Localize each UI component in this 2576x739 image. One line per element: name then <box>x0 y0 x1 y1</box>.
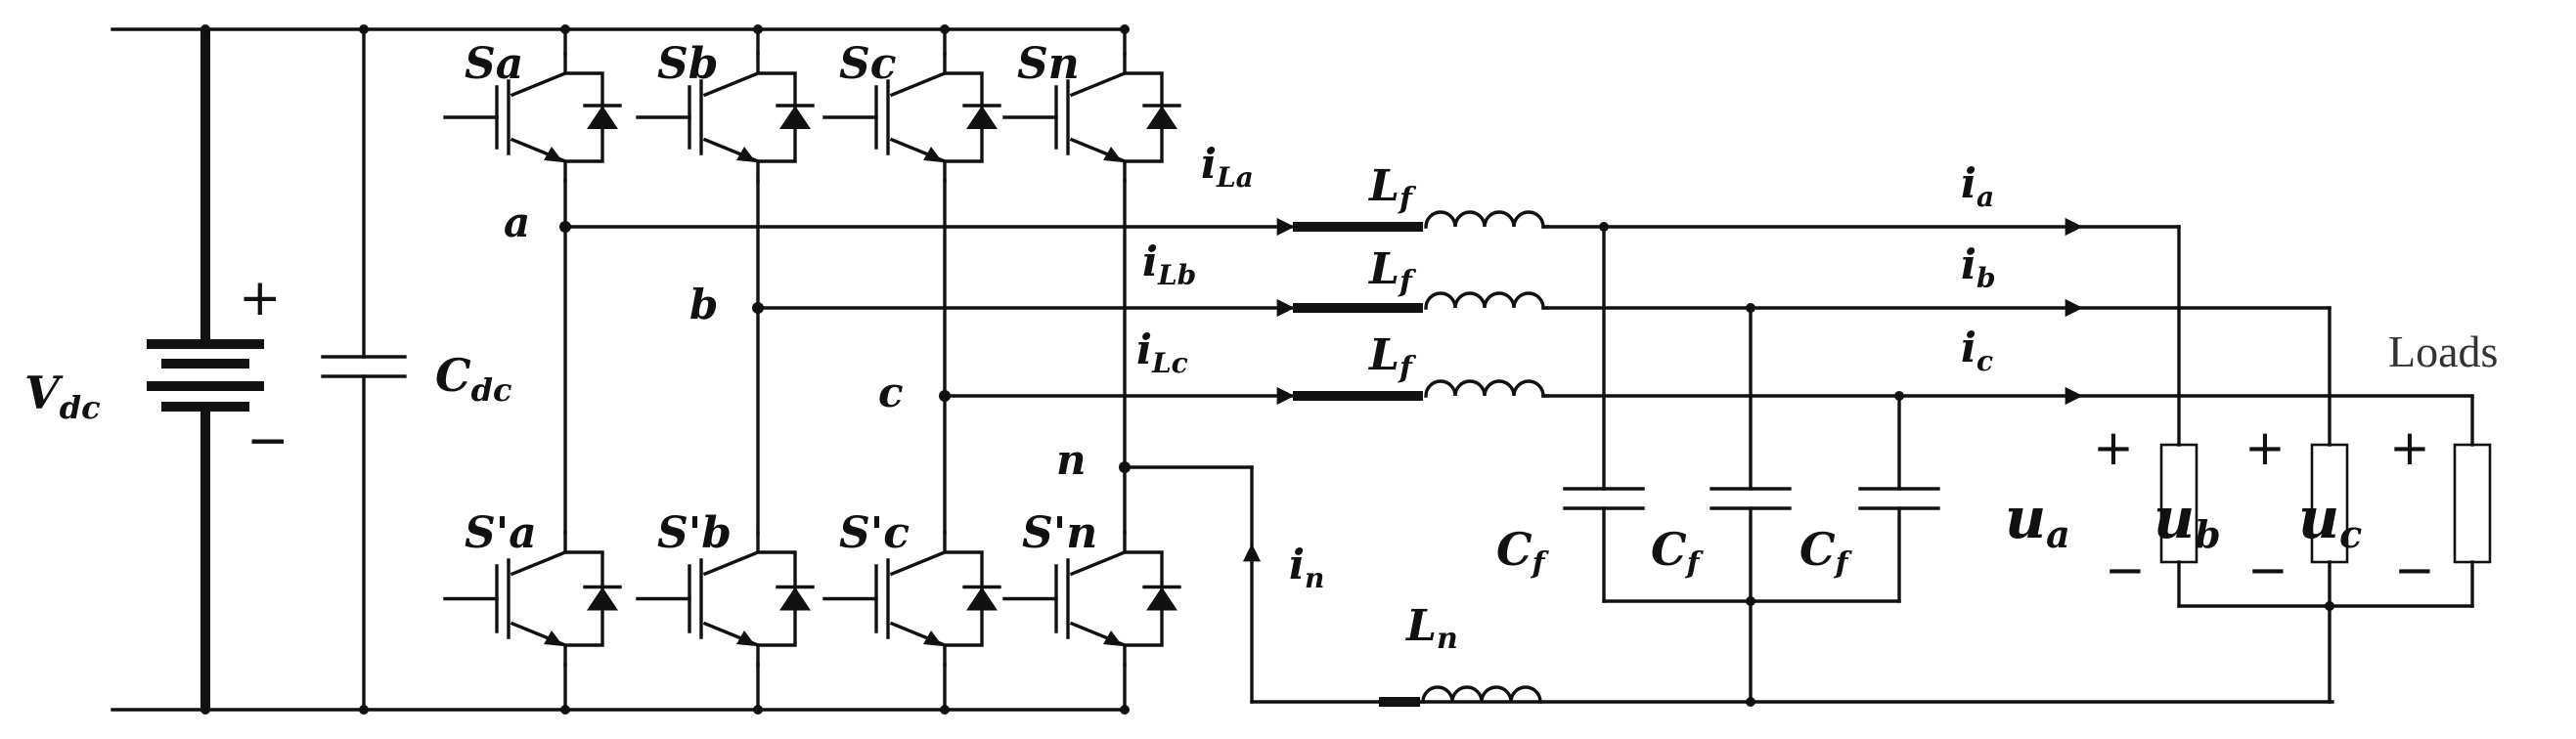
switch-s-prime-a-label: S'a <box>465 508 537 558</box>
uc-minus: − <box>2394 542 2435 598</box>
switch-s-prime-b-label: S'b <box>657 508 732 558</box>
inductor-ln-label: Ln <box>1404 601 1458 656</box>
voltage-uc-label: uc <box>2298 485 2362 556</box>
node-a-label: a <box>504 198 530 246</box>
switch-s-prime-c-label: S'c <box>839 508 910 558</box>
filter-capacitor-c <box>1858 394 1940 603</box>
dc-link-capacitor <box>321 27 407 712</box>
switch-s-prime-n <box>1002 531 1181 667</box>
vdc-label: Vdc <box>24 367 101 426</box>
load-c <box>2453 394 2492 608</box>
dc-source-battery <box>147 29 264 710</box>
lf-coil-c <box>1424 379 1545 398</box>
load-b <box>2310 306 2349 704</box>
ub-plus: + <box>2244 419 2286 476</box>
switch-s-prime-b <box>636 531 815 667</box>
cdc-label: Cdc <box>435 349 511 409</box>
switch-sn <box>1002 52 1181 183</box>
current-ilb-label: iLb <box>1142 238 1196 291</box>
current-in-label: in <box>1289 541 1324 594</box>
voltage-ua-label: ua <box>2005 485 2070 556</box>
capacitor-cf-a-label: Cf <box>1496 523 1550 581</box>
load-a <box>2159 225 2198 608</box>
switch-sa <box>443 52 622 183</box>
switch-sn-label: Sn <box>1017 39 1080 89</box>
current-ib-label: ib <box>1961 240 1996 294</box>
node-b-label: b <box>689 281 718 328</box>
current-ic-label: ic <box>1961 324 1993 377</box>
inductor-lf-a-label: Lf <box>1367 161 1417 216</box>
vdc-plus-sign: + <box>239 269 282 327</box>
switch-sb <box>636 52 815 183</box>
current-ia-label: ia <box>1961 159 1994 213</box>
ua-plus: + <box>2093 419 2134 476</box>
uc-plus: + <box>2389 419 2430 476</box>
capacitor-cf-b-label: Cf <box>1651 523 1705 581</box>
ua-minus: − <box>2105 542 2146 598</box>
switch-s-prime-c <box>822 531 1001 667</box>
switch-sc-label: Sc <box>839 39 897 89</box>
ub-minus: − <box>2247 542 2288 598</box>
vdc-minus-sign: − <box>246 412 289 470</box>
voltage-ub-label: ub <box>2154 485 2221 556</box>
inductor-lf-b-label: Lf <box>1367 244 1417 299</box>
switch-sc <box>822 52 1001 183</box>
loads-label: Loads <box>2388 326 2498 376</box>
current-ilc-label: iLc <box>1136 326 1188 379</box>
switch-s-prime-n-label: S'n <box>1022 508 1097 558</box>
capacitor-cf-c-label: Cf <box>1799 523 1853 581</box>
lf-coil-a <box>1424 210 1545 229</box>
switch-sa-label: Sa <box>465 39 523 89</box>
current-ila-label: iLa <box>1201 140 1254 194</box>
inductor-lf-c-label: Lf <box>1367 330 1417 385</box>
filter-capacitor-a <box>1563 225 1645 603</box>
node-c-label: c <box>878 369 904 416</box>
neutral-inductor <box>1379 685 1542 707</box>
switch-s-prime-a <box>443 531 622 667</box>
ln-coil <box>1421 685 1542 704</box>
filter-capacitor-b <box>1710 306 1792 704</box>
lf-coil-b <box>1424 291 1545 310</box>
filter-inductors <box>1293 210 1549 401</box>
switch-legs <box>443 24 1181 715</box>
switch-sb-label: Sb <box>657 39 719 89</box>
node-n-label: n <box>1056 436 1087 484</box>
